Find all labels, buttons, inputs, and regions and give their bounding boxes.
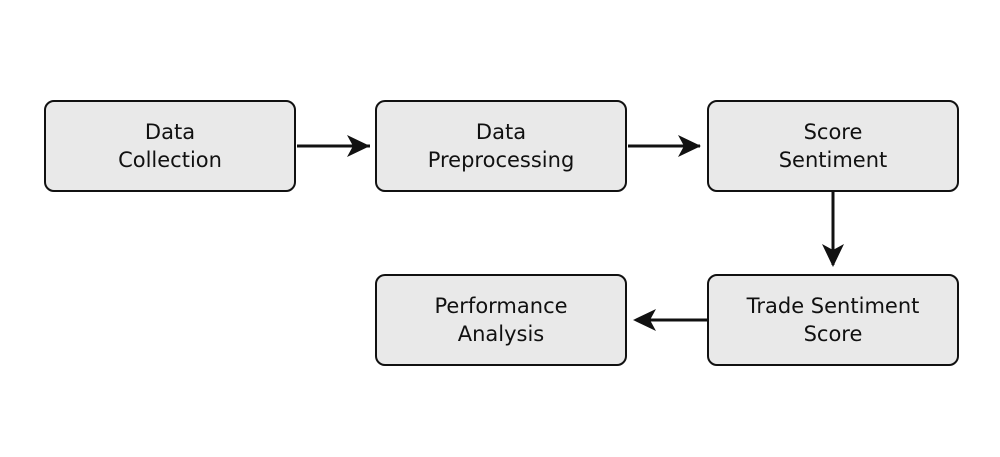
node-performance-analysis: Performance Analysis	[375, 274, 627, 366]
arrowhead-trade-to-performance	[633, 309, 656, 331]
node-label-data-preprocessing: Data Preprocessing	[427, 120, 575, 172]
node-label-data-collection: Data Collection	[118, 120, 222, 172]
arrowhead-collection-to-preprocessing	[347, 135, 370, 157]
arrowhead-score-to-trade	[822, 244, 844, 267]
node-label-score-sentiment: Score Sentiment	[778, 120, 888, 172]
node-trade-sentiment-score: Trade Sentiment Score	[707, 274, 959, 366]
node-data-preprocessing: Data Preprocessing	[375, 100, 627, 192]
node-label-performance-analysis: Performance Analysis	[434, 294, 568, 346]
node-label-trade-sentiment-score: Trade Sentiment Score	[746, 294, 920, 346]
node-data-collection: Data Collection	[44, 100, 296, 192]
node-score-sentiment: Score Sentiment	[707, 100, 959, 192]
arrowhead-preprocessing-to-score	[678, 135, 701, 157]
